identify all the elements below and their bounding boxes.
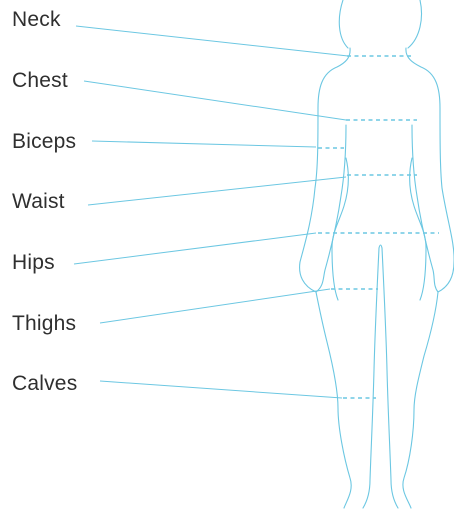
body-crotch-outline (379, 245, 382, 248)
neck-leader-line (76, 26, 348, 56)
body-outline (300, 0, 454, 508)
calves-leader-line (100, 381, 342, 398)
neck-label: Neck (12, 8, 61, 31)
biceps-label: Biceps (12, 130, 76, 153)
body-inner-right-leg-outline (382, 248, 398, 508)
leader-lines (74, 26, 348, 398)
chest-label: Chest (12, 69, 68, 92)
body-head-outline-right (408, 0, 422, 48)
body-inner-left-leg-outline (363, 248, 379, 508)
body-head-outline (339, 0, 348, 48)
thighs-leader-line (100, 289, 330, 323)
body-right-torso-outline (403, 48, 454, 508)
measurement-labels: Neck Chest Biceps Waist Hips Thighs Calv… (12, 8, 77, 395)
body-left-inner-arm-outline (316, 125, 346, 292)
waist-leader-line (88, 177, 346, 205)
calves-label: Calves (12, 372, 77, 395)
waist-label: Waist (12, 190, 65, 213)
body-left-waist-outline (332, 158, 348, 300)
biceps-leader-line (92, 141, 316, 147)
hips-leader-line (74, 233, 316, 264)
body-right-waist-outline (410, 158, 426, 300)
thighs-label: Thighs (12, 312, 76, 335)
chest-leader-line (84, 81, 346, 120)
hips-label: Hips (12, 251, 55, 274)
